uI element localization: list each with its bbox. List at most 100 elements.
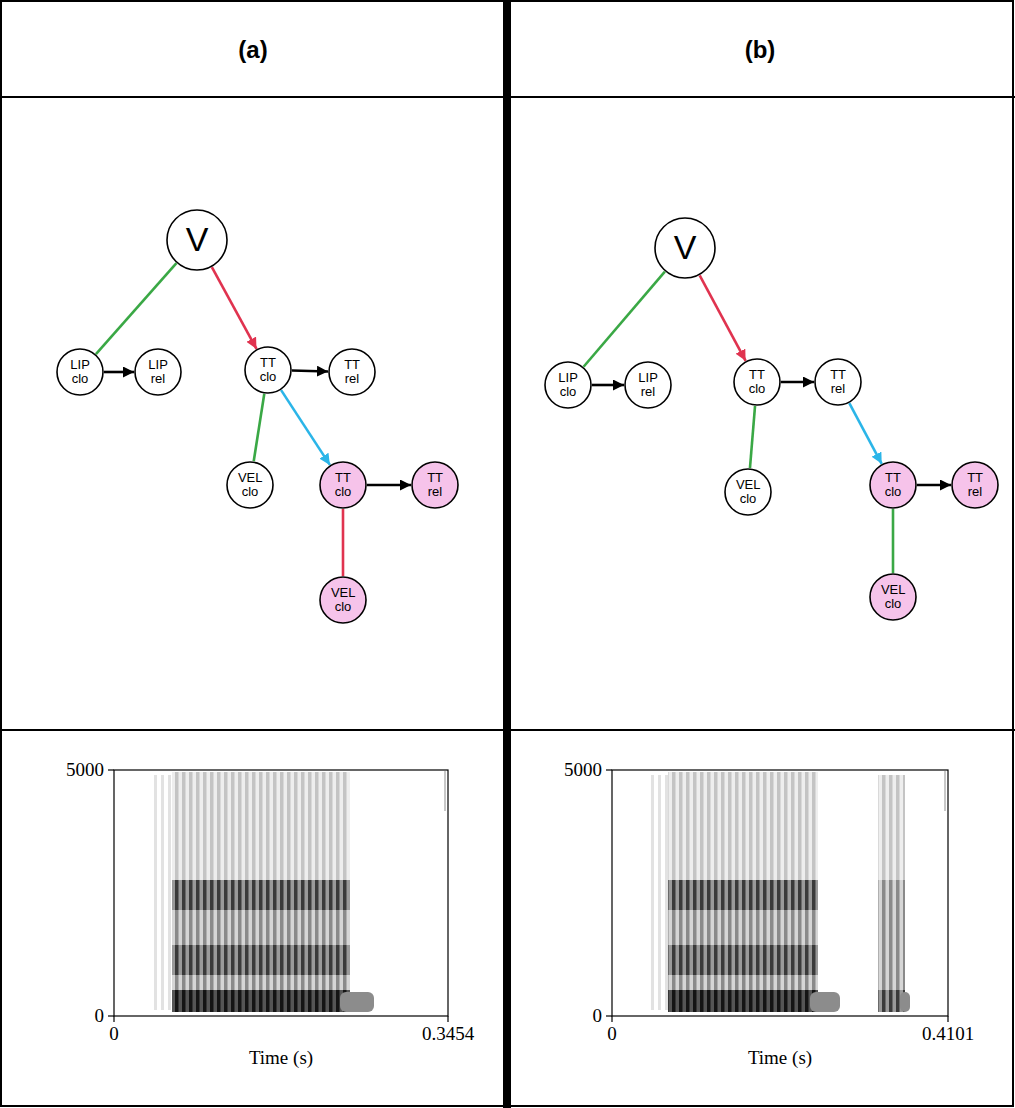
- node-circle: [227, 462, 273, 508]
- formant-band: [172, 990, 350, 1012]
- gesture-connector: [96, 263, 177, 354]
- node-label: VEL clo: [331, 586, 355, 615]
- plot-frame: [114, 770, 448, 1016]
- nasal-murmur: [810, 992, 840, 1012]
- node-label: TT rel: [427, 471, 443, 500]
- axis-title: Time (s): [249, 1047, 313, 1069]
- gesture-connector: [281, 390, 330, 465]
- node-label: TT rel: [344, 358, 360, 387]
- axis-title: Time (s): [748, 1047, 812, 1069]
- node-circle: [870, 574, 916, 620]
- vowel-burst: [878, 775, 905, 880]
- gesture-node: TT rel: [814, 358, 862, 406]
- nasal-murmur: [340, 992, 374, 1012]
- gesture-connector: [254, 394, 265, 462]
- node-label: TT clo: [335, 471, 352, 500]
- node-label: TT clo: [260, 356, 277, 385]
- formant-band: [668, 910, 818, 945]
- node-circle: [734, 359, 780, 405]
- axis-tick-label: 0: [593, 1005, 603, 1027]
- gesture-connector: [849, 403, 881, 464]
- node-label: VEL clo: [238, 471, 262, 500]
- formant-band: [172, 880, 350, 910]
- gesture-connector: [367, 484, 411, 487]
- column-divider: [503, 0, 511, 1108]
- gesture-node: TT rel: [411, 461, 459, 509]
- node-circle: [320, 577, 366, 623]
- formant-band: [668, 975, 818, 990]
- formant-band: [668, 945, 818, 975]
- gesture-connector: [212, 267, 257, 349]
- gesture-node: LIP rel: [624, 361, 672, 409]
- node-circle: [57, 349, 103, 395]
- node-circle: [870, 462, 916, 508]
- gesture-connector: [104, 371, 134, 374]
- release-burst: [944, 771, 946, 811]
- gesture-node: VEL clo: [226, 461, 274, 509]
- gesture-node: TT rel: [328, 348, 376, 396]
- formant-band: [172, 772, 350, 880]
- gesture-node: LIP clo: [544, 361, 592, 409]
- tick: [606, 769, 612, 770]
- gesture-node: TT clo: [319, 461, 367, 509]
- release-burst: [444, 771, 446, 811]
- node-label: LIP clo: [70, 358, 89, 387]
- formant-band: [172, 975, 350, 990]
- node-circle: [815, 359, 861, 405]
- gesture-node: LIP rel: [134, 348, 182, 396]
- panel-label: (b): [745, 36, 776, 64]
- tick: [947, 1016, 948, 1022]
- gesture-connector: [342, 509, 345, 576]
- gesture-connector: [917, 484, 951, 487]
- axis-tick-label: 0: [607, 1023, 617, 1045]
- gesture-connector: [292, 369, 328, 372]
- gesture-node: TT clo: [869, 461, 917, 509]
- node-circle: [725, 469, 771, 515]
- formant-band: [668, 772, 818, 880]
- node-circle: [412, 462, 458, 508]
- gesture-node: V: [166, 209, 228, 271]
- node-label: VEL clo: [736, 478, 760, 507]
- gesture-connector: [781, 381, 814, 384]
- axis-tick-label: 0.3454: [422, 1023, 474, 1045]
- gesture-connector: [700, 275, 746, 361]
- node-label: LIP clo: [558, 371, 577, 400]
- tick: [606, 1015, 612, 1016]
- node-circle: [952, 462, 998, 508]
- gesture-connector: [592, 384, 624, 387]
- tick: [113, 1016, 114, 1022]
- node-label: TT clo: [885, 471, 902, 500]
- node-circle: [167, 210, 227, 270]
- formant-band: [668, 880, 818, 910]
- gesture-node: TT rel: [951, 461, 999, 509]
- axis-tick-label: 5000: [564, 759, 602, 781]
- node-circle: [135, 349, 181, 395]
- node-label: VEL clo: [881, 583, 905, 612]
- node-circle: [245, 347, 291, 393]
- vowel-burst: [878, 880, 905, 950]
- gesture-node: TT clo: [244, 346, 292, 394]
- node-circle: [625, 362, 671, 408]
- node-label: LIP rel: [148, 358, 167, 387]
- onset-energy: [150, 775, 172, 1010]
- gesture-node: V: [654, 217, 716, 279]
- formant-band: [668, 990, 818, 1012]
- node-label: V: [674, 229, 697, 266]
- vowel-burst: [878, 950, 905, 990]
- nasal-murmur: [900, 992, 910, 1012]
- axis-tick-label: 5000: [66, 759, 104, 781]
- gesture-node: TT clo: [733, 358, 781, 406]
- node-label: TT rel: [967, 471, 983, 500]
- node-circle: [655, 218, 715, 278]
- gesture-node: VEL clo: [319, 576, 367, 624]
- spectrogram-a: [108, 770, 448, 1022]
- tick: [108, 769, 114, 770]
- node-circle: [545, 362, 591, 408]
- node-label: LIP rel: [638, 371, 657, 400]
- node-label: V: [186, 221, 209, 258]
- plot-frame: [612, 770, 948, 1016]
- formant-band: [172, 945, 350, 975]
- formant-band: [172, 910, 350, 945]
